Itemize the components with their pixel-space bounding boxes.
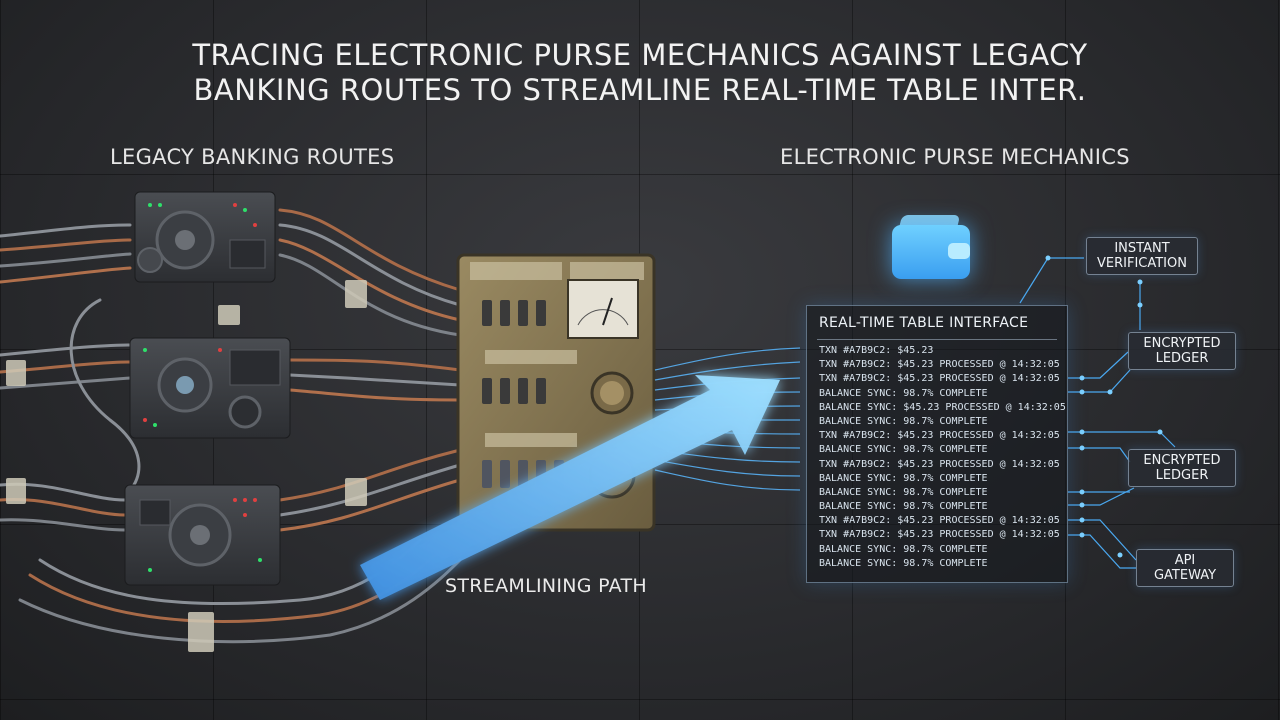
table-row: BALANCE SYNC: 98.7% COMPLETE (819, 415, 988, 427)
api-gateway-node: API GATEWAY (1136, 549, 1234, 587)
node-line: LEDGER (1155, 351, 1209, 366)
legacy-banking-label: LEGACY BANKING ROUTES (110, 145, 395, 169)
table-row: BALANCE SYNC: $45.23 PROCESSED @ 14:32:0… (819, 401, 1066, 413)
cable-tape (6, 280, 367, 652)
streamlining-arrow (360, 375, 780, 600)
table-row: TXN #A7B9C2: $45.23 PROCESSED @ 14:32:05 (819, 430, 1060, 442)
table-row: BALANCE SYNC: 98.7% COMPLETE (819, 486, 988, 498)
title-line-2: BANKING ROUTES TO STREAMLINE REAL-TIME T… (193, 73, 1087, 107)
streamlining-path-label: STREAMLINING PATH (445, 575, 648, 597)
table-row: BALANCE SYNC: 98.7% COMPLETE (819, 472, 988, 484)
legacy-cables (0, 208, 462, 644)
legacy-machine-1 (134, 191, 276, 283)
node-line: VERIFICATION (1097, 256, 1187, 271)
table-row: BALANCE SYNC: 98.7% COMPLETE (819, 543, 988, 555)
node-line: ENCRYPTED (1143, 453, 1221, 468)
table-row: TXN #A7B9C2: $45.23 (819, 345, 934, 356)
table-row: BALANCE SYNC: 98.7% COMPLETE (819, 387, 988, 399)
electronic-purse-label: ELECTRONIC PURSE MECHANICS (780, 145, 1130, 169)
table-row: TXN #A7B9C2: $45.23 PROCESSED @ 14:32:05 (819, 515, 1060, 527)
table-row: TXN #A7B9C2: $45.23 PROCESSED @ 14:32:05 (819, 458, 1060, 470)
title-line-1: TRACING ELECTRONIC PURSE MECHANICS AGAIN… (192, 38, 1088, 72)
table-row: BALANCE SYNC: 98.7% COMPLETE (819, 501, 988, 513)
encrypted-ledger-node-2: ENCRYPTED LEDGER (1128, 449, 1236, 487)
node-line: ENCRYPTED (1143, 336, 1221, 351)
node-line: API (1174, 553, 1196, 568)
node-line: INSTANT (1114, 241, 1170, 256)
table-title: REAL-TIME TABLE INTERFACE (819, 315, 1029, 331)
table-row: BALANCE SYNC: 98.7% COMPLETE (819, 557, 988, 569)
connector-dots (1045, 255, 1163, 558)
legacy-machine-2 (129, 337, 291, 439)
real-time-table: REAL-TIME TABLE INTERFACE TXN #A7B9C2: $… (806, 305, 1068, 583)
table-row: TXN #A7B9C2: $45.23 PROCESSED @ 14:32:05 (819, 529, 1060, 541)
table-row: TXN #A7B9C2: $45.23 PROCESSED @ 14:32:05 (819, 373, 1060, 385)
instant-verification-node: INSTANT VERIFICATION (1086, 237, 1198, 275)
encrypted-ledger-node: ENCRYPTED LEDGER (1128, 332, 1236, 370)
table-row: BALANCE SYNC: 98.7% COMPLETE (819, 444, 988, 456)
wallet-icon (892, 215, 974, 279)
node-line: LEDGER (1155, 468, 1209, 483)
node-line: GATEWAY (1153, 568, 1217, 583)
table-row: TXN #A7B9C2: $45.23 PROCESSED @ 14:32:05 (819, 359, 1060, 371)
legacy-machine-3 (124, 484, 281, 586)
table-divider (817, 339, 1057, 340)
page-title: TRACING ELECTRONIC PURSE MECHANICS AGAIN… (140, 38, 1140, 108)
